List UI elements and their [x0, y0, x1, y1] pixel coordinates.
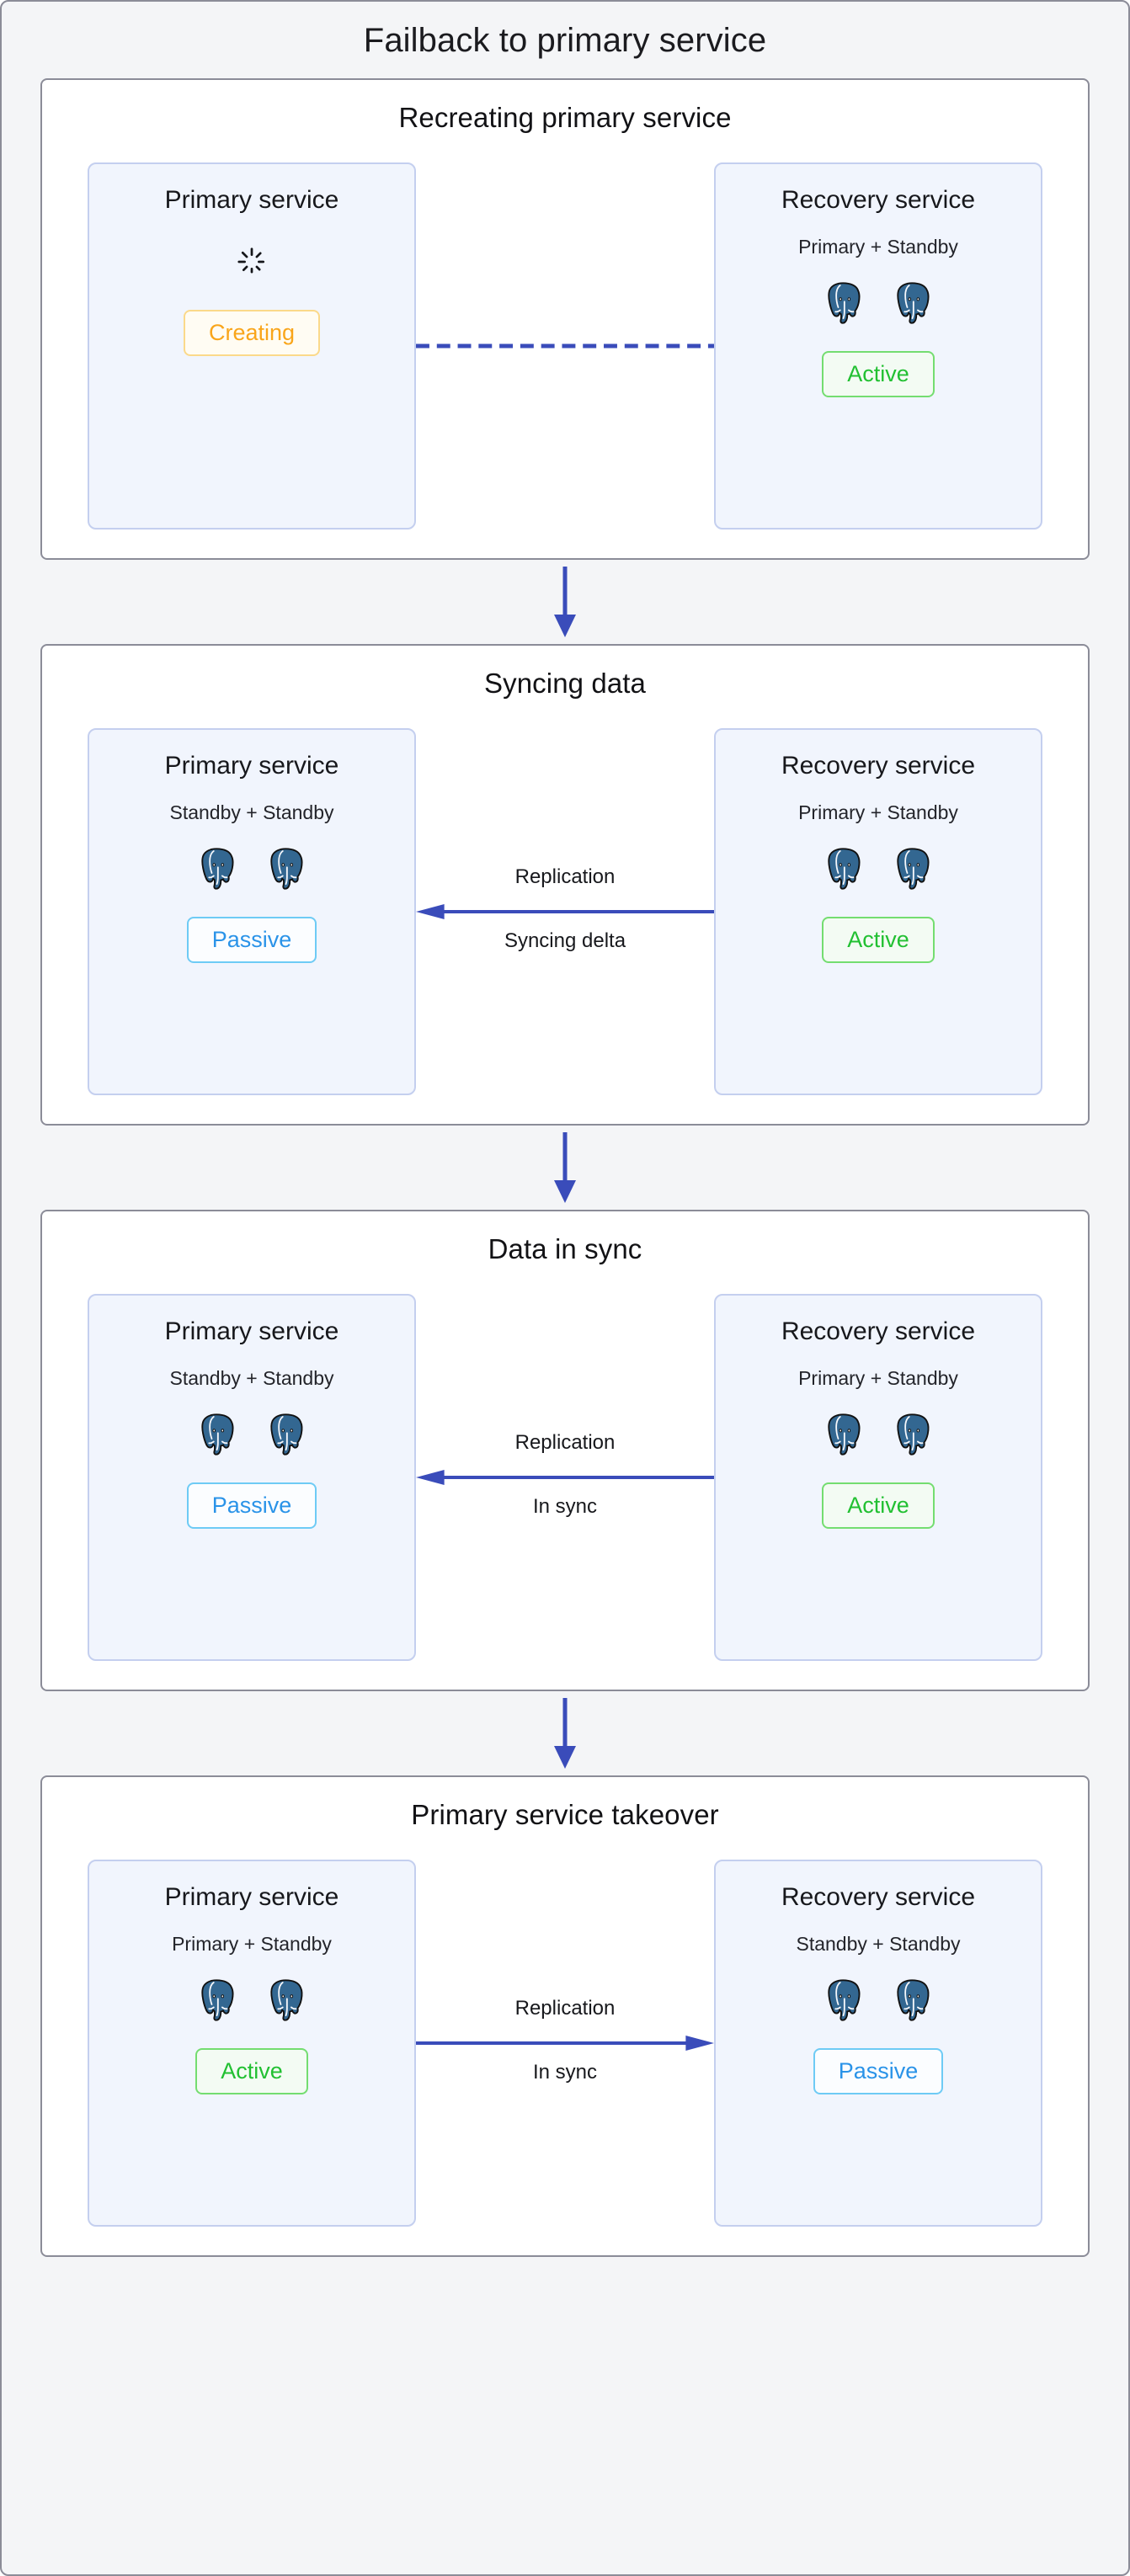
database-node-row: [195, 1977, 309, 2023]
loading-indicator: [234, 239, 269, 285]
postgresql-elephant-icon: [270, 847, 303, 890]
page-title: Failback to primary service: [363, 22, 767, 59]
postgresql-elephant-icon: [201, 847, 234, 890]
postgresql-elephant-icon: [828, 1978, 861, 2021]
service-card-roles: Primary + Standby: [798, 1366, 958, 1389]
connector-label-top: Replication: [514, 1431, 616, 1454]
service-card-roles: Primary + Standby: [798, 235, 958, 258]
postgresql-elephant-icon: [270, 1978, 303, 2021]
connector-label-bottom: Syncing delta: [504, 929, 626, 952]
service-card-roles: Standby + Standby: [796, 1932, 961, 1955]
service-card-roles: Standby + Standby: [169, 801, 334, 823]
replication-arrow: [416, 1460, 714, 1495]
stage-title: Syncing data: [484, 668, 646, 699]
service-card-roles: Standby + Standby: [169, 1366, 334, 1389]
database-node-row: [821, 1977, 935, 2023]
database-node-row: [195, 1412, 309, 1457]
arrow-down-icon: [554, 567, 576, 637]
arrow-down-icon: [554, 1132, 576, 1203]
dashed-connector-line: [416, 343, 714, 349]
status-badge: Passive: [186, 916, 317, 964]
postgresql-elephant-icon: [897, 1413, 930, 1456]
connector-label-bottom: In sync: [532, 1495, 598, 1518]
status-badge: Creating: [183, 309, 321, 357]
service-card-title: Recovery service: [781, 1883, 976, 1911]
postgresql-elephant-icon: [201, 1978, 234, 2021]
connector-label-top: Replication: [514, 1997, 616, 2020]
database-node-row: [195, 846, 309, 891]
service-card-title: Recovery service: [781, 186, 976, 214]
replication-connector: Replication In sync: [416, 1397, 714, 1557]
service-card-roles: Primary + Standby: [172, 1932, 332, 1955]
stage-transition-arrow: [2, 1691, 1128, 1775]
postgresql-elephant-icon: [828, 281, 861, 324]
status-badge: Active: [822, 350, 935, 398]
stage-transition-arrow: [2, 560, 1128, 644]
connector-label-bottom: In sync: [532, 2061, 598, 2084]
stage-title: Primary service takeover: [411, 1799, 719, 1830]
replication-connector: [416, 266, 714, 426]
postgresql-elephant-icon: [828, 847, 861, 890]
postgresql-elephant-icon: [897, 1978, 930, 2021]
arrow-down-icon: [554, 1698, 576, 1769]
arrow-right-icon: [416, 2036, 714, 2051]
postgresql-elephant-icon: [201, 1413, 234, 1456]
status-badge: Active: [822, 916, 935, 964]
status-badge: Active: [195, 2047, 308, 2095]
spinner-icon: [237, 247, 265, 274]
status-badge: Active: [822, 1482, 935, 1530]
database-node-row: [821, 280, 935, 326]
postgresql-elephant-icon: [270, 1413, 303, 1456]
replication-arrow: [416, 2025, 714, 2061]
postgresql-elephant-icon: [897, 281, 930, 324]
service-card-title: Primary service: [164, 1317, 339, 1345]
connector-label-top: Replication: [514, 865, 616, 888]
status-badge: Passive: [186, 1482, 317, 1530]
stage-transition-arrow: [2, 1126, 1128, 1210]
arrow-left-icon: [416, 1470, 714, 1485]
postgresql-elephant-icon: [828, 1413, 861, 1456]
service-card-title: Primary service: [164, 1883, 339, 1911]
service-card-title: Recovery service: [781, 752, 976, 780]
database-node-row: [821, 846, 935, 891]
status-badge: Passive: [813, 2047, 944, 2095]
database-node-row: [821, 1412, 935, 1457]
stage-title: Recreating primary service: [398, 102, 732, 133]
service-card-title: Primary service: [164, 752, 339, 780]
replication-arrow: [416, 894, 714, 929]
postgresql-elephant-icon: [897, 847, 930, 890]
stage-title: Data in sync: [488, 1233, 642, 1264]
service-card-title: Recovery service: [781, 1317, 976, 1345]
service-card-roles: Primary + Standby: [798, 801, 958, 823]
arrow-left-icon: [416, 904, 714, 919]
replication-connector: Replication In sync: [416, 1963, 714, 2123]
service-card-title: Primary service: [164, 186, 339, 214]
